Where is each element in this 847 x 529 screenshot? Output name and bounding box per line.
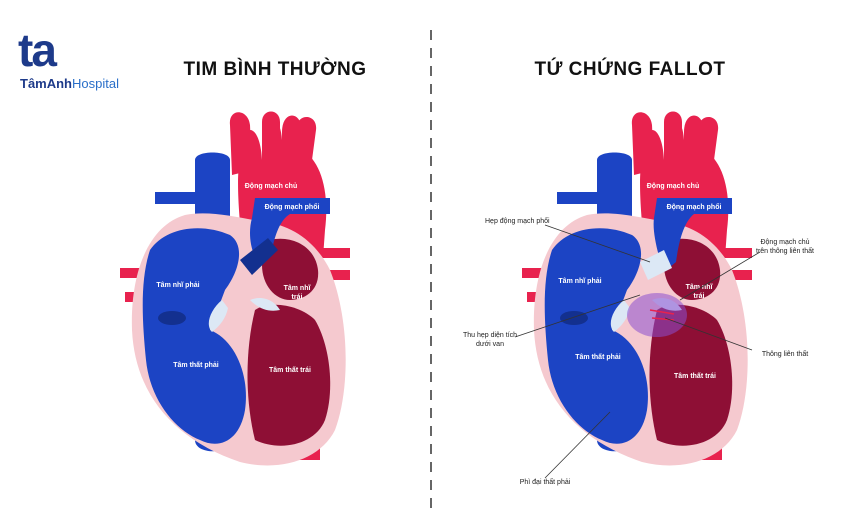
logo-mark: ta xyxy=(18,24,57,76)
vsd-area xyxy=(627,293,687,337)
callout-overriding-aorta-1: Động mạch chủ xyxy=(760,238,809,246)
leader-subvalvular xyxy=(514,294,641,338)
vsd-arrow-1 xyxy=(649,309,675,315)
label-right-atrium: Tâm nhĩ phải xyxy=(558,278,601,285)
callout-subvalvular-2: dưới van xyxy=(476,341,504,348)
label-left-atrium-1: Tâm nhĩ xyxy=(284,285,312,292)
leader-pulmonary-stenosis xyxy=(544,224,651,263)
callout-subvalvular-1: Thu hẹp diện tích xyxy=(463,332,517,339)
callout-lines xyxy=(514,224,761,479)
fallot-heart: Động mạch chủ Động mạch phổi Tâm nhĩ phả… xyxy=(522,111,752,466)
label-aorta: Động mạch chủ xyxy=(647,183,700,190)
label-left-atrium-2: trái xyxy=(292,294,303,301)
left-title: TIM BÌNH THƯỜNG xyxy=(183,58,366,80)
callout-vsd: Thông liên thất xyxy=(762,349,808,358)
logo-wordmark: TâmAnhHospital xyxy=(20,76,119,91)
stenosis-valve xyxy=(640,250,672,280)
leader-overriding-aorta xyxy=(679,251,761,301)
logo-name-bold: TâmAnh xyxy=(20,76,72,91)
label-left-atrium-2: trái xyxy=(694,293,705,300)
label-right-ventricle: Tâm thất phải xyxy=(575,353,621,361)
pulmonary-valve xyxy=(240,238,278,275)
label-pulmonary-artery: Động mạch phổi xyxy=(667,203,722,211)
label-left-ventricle: Tâm thất trái xyxy=(269,366,311,374)
pulmonary-artery xyxy=(653,198,732,272)
label-pulmonary-artery: Động mạch phổi xyxy=(265,203,320,211)
label-right-atrium: Tâm nhĩ phải xyxy=(156,282,199,289)
leader-vsd xyxy=(664,317,753,351)
normal-heart: Động mạch chủ Động mạch phổi Tâm nhĩ phả… xyxy=(120,111,350,466)
label-aorta: Động mạch chủ xyxy=(245,183,298,190)
label-right-ventricle: Tâm thất phải xyxy=(173,361,219,369)
callout-rv-hypertrophy: Phì đại thất phải xyxy=(520,477,571,486)
logo-name-light: Hospital xyxy=(72,76,119,91)
right-title: TỨ CHỨNG FALLOT xyxy=(534,58,725,80)
label-left-ventricle: Tâm thất trái xyxy=(674,372,716,380)
callout-overriding-aorta-2: trên thông liên thất xyxy=(756,246,814,255)
logo: ta TâmAnhHospital xyxy=(18,24,119,91)
callout-pulmonary-stenosis: Hẹp động mạch phổi xyxy=(485,217,550,225)
leader-rv-hypertrophy xyxy=(544,411,611,479)
label-left-atrium-1: Tâm nhĩ xyxy=(686,284,714,291)
